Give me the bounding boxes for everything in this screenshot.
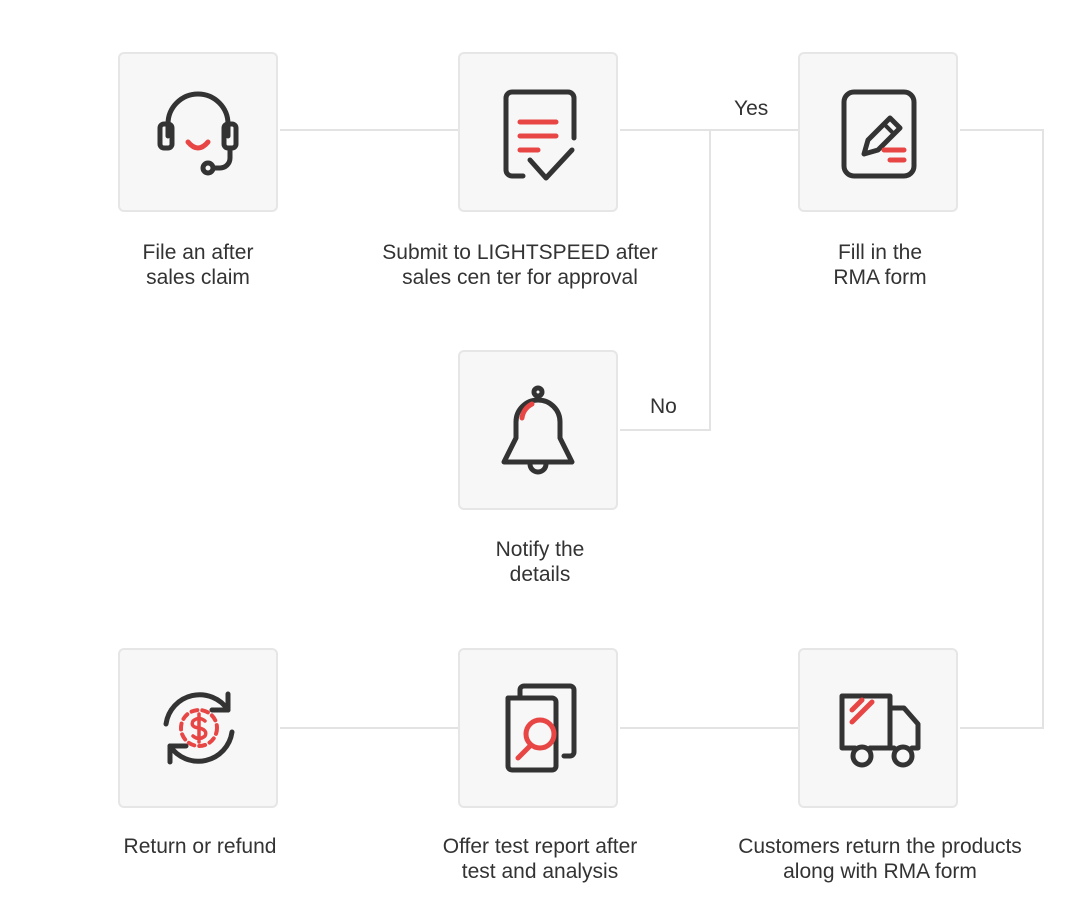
document-search-icon [505,683,577,773]
step-return-refund-label: Return or refund [123,835,277,858]
step-return-products-label: Customers return the products along with… [738,835,1022,883]
step-test-report [458,648,618,808]
step-submit-approval [458,52,618,212]
headset-icon [157,91,239,176]
step-notify-label: Notify the details [495,538,585,586]
edge-no-to-notify [620,130,711,431]
step-return-products [798,648,958,808]
step-file-claim-label: File an after sales claim [142,241,254,289]
step-test-report-label: Offer test report after test and analysi… [442,835,638,883]
edge-label-yes: Yes [734,97,769,120]
truck-icon [839,693,921,768]
step-submit-approval-label: Submit to LIGHTSPEED after sales cen ter… [382,241,658,289]
document-check-icon [503,89,577,181]
step-return-refund [118,648,278,808]
edge-rma-to-return [960,129,1044,729]
step-rma-form [798,52,958,212]
step-file-claim [118,52,278,212]
refund-icon [163,691,235,765]
edge-label-no: No [650,395,677,418]
step-notify [458,350,618,510]
edit-form-icon [841,89,917,179]
bell-icon [501,385,575,475]
step-rma-form-label: Fill in the RMA form [833,241,927,289]
